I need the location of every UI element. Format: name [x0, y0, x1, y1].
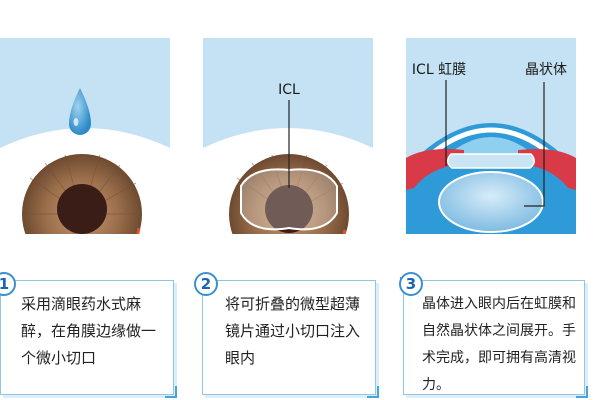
step3-illustration: ICL 虹膜 晶状体 — [406, 38, 576, 234]
step3-text: 晶体进入眼内后在虹膜和自然晶状体之间展开。手术完成，即可拥有高清视力。 — [422, 296, 576, 393]
icl-implant-shape — [447, 153, 535, 169]
eye-drop-icon — [69, 88, 91, 135]
step3-card: 晶体进入眼内后在虹膜和自然晶状体之间展开。手术完成，即可拥有高清视力。 — [400, 277, 588, 398]
step2-card: 将可折叠的微型超薄镜片通过小切口注入眼内 — [199, 277, 379, 398]
natural-lens-shape — [438, 171, 544, 233]
incision-mark — [136, 227, 141, 234]
step1-text: 采用滴眼药水式麻醉，在角膜边缘做一个微小切口 — [21, 295, 157, 367]
step2-text: 将可折叠的微型超薄镜片通过小切口注入眼内 — [225, 295, 361, 367]
pupil-shape — [265, 185, 313, 233]
pupil-shape — [57, 184, 107, 234]
lens-pointer-line — [524, 82, 545, 207]
step1-illustration — [0, 38, 170, 234]
icl-lens-shape — [240, 168, 338, 231]
step3-number: 3 — [399, 272, 423, 296]
incision-mark — [342, 229, 347, 234]
icl-iris-label: ICL 虹膜 — [412, 62, 466, 78]
lens-label: 晶状体 — [525, 62, 567, 78]
step1-number: 1 — [0, 272, 16, 296]
step2-illustration: ICL — [203, 38, 373, 234]
step2-number: 2 — [194, 272, 218, 296]
step1-card: 采用滴眼药水式麻醉，在角膜边缘做一个微小切口 — [0, 277, 177, 398]
icl-label: ICL — [278, 82, 300, 98]
